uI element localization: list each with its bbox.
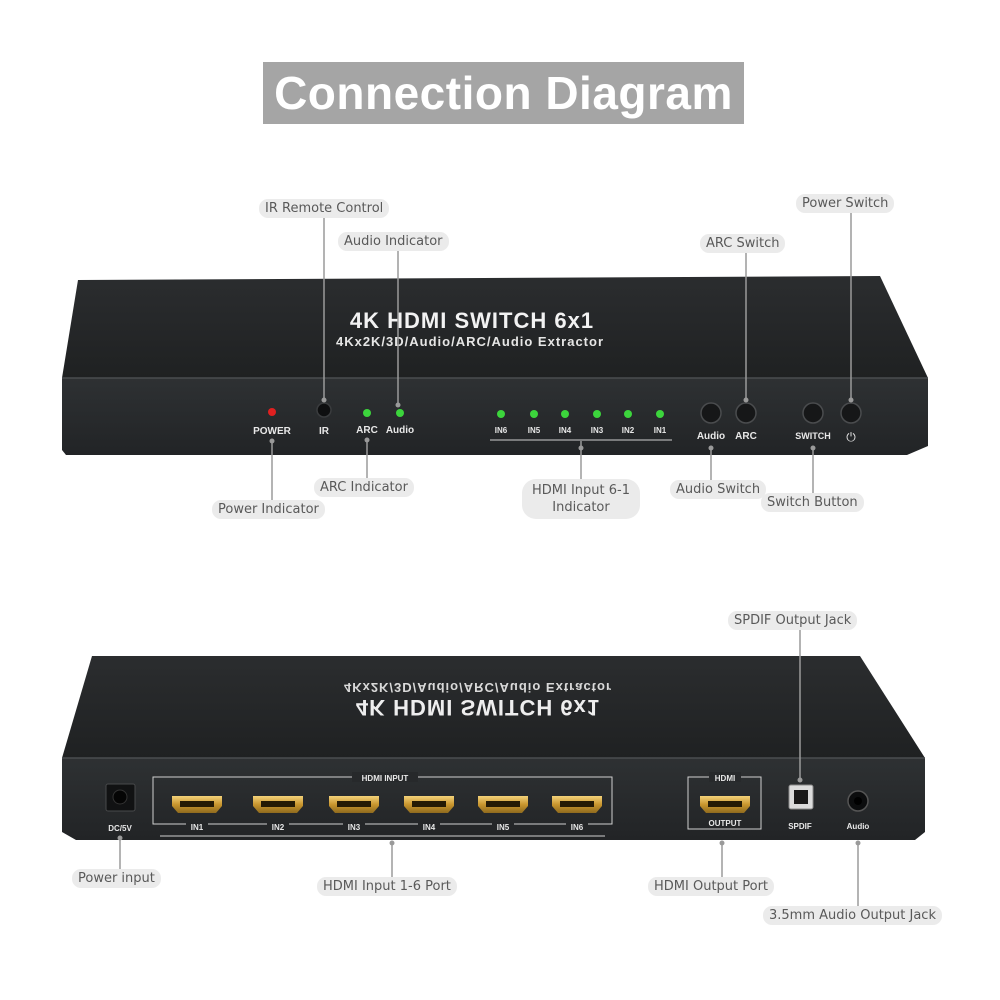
- callout-audio-jack: 3.5mm Audio Output Jack: [763, 906, 942, 925]
- callout-hdmi-input-ports: HDMI Input 1-6 Port: [317, 877, 457, 896]
- callout-power-indicator: Power Indicator: [212, 500, 325, 519]
- back-leader-dots: [117, 777, 861, 846]
- callout-hdmi-output-port: HDMI Output Port: [648, 877, 775, 896]
- in6-label: IN6: [495, 426, 508, 435]
- callout-switch-button: Switch Button: [761, 493, 864, 512]
- hdmi-output-title-bg: [709, 772, 741, 782]
- callout-audio-indicator: Audio Indicator: [338, 232, 449, 251]
- power-symbol-icon: ⏻: [846, 430, 856, 444]
- audio-led-label: Audio: [386, 425, 414, 436]
- hdmi-port-in4[interactable]: [404, 796, 454, 813]
- hdmi-port-in3[interactable]: [329, 796, 379, 813]
- hdmi-port-in2[interactable]: [253, 796, 303, 813]
- hdmi-input-port-labels: IN1 IN2 IN3 IN4 IN5 IN6: [186, 822, 588, 832]
- hdmi-input-title-bg: [352, 772, 418, 782]
- hdmi-port-in1[interactable]: [172, 796, 222, 813]
- power-led: [268, 408, 276, 416]
- port-label-in3: IN3: [348, 823, 361, 832]
- hdmi-output-title: HDMI: [715, 774, 735, 783]
- spdif-label: SPDIF: [788, 822, 812, 831]
- back-brand-line2: 4Kx2K/3D/Audio/ARC/Audio Extractor: [344, 680, 612, 695]
- arc-switch-button[interactable]: [735, 402, 757, 424]
- front-top-surface: [62, 276, 928, 378]
- callout-ir-remote: IR Remote Control: [259, 199, 390, 218]
- in4-led: [561, 410, 569, 418]
- in6-led: [497, 410, 505, 418]
- in1-led: [656, 410, 664, 418]
- port-label-in2: IN2: [272, 823, 285, 832]
- port-label-in1: IN1: [191, 823, 204, 832]
- in2-label: IN2: [622, 426, 635, 435]
- in3-label: IN3: [591, 426, 604, 435]
- hdmi-output-label: OUTPUT: [709, 819, 742, 828]
- hdmi-port-output[interactable]: [700, 796, 750, 813]
- front-leader-dots: [269, 397, 854, 451]
- audio-switch-button[interactable]: [700, 402, 722, 424]
- front-face: [62, 378, 928, 455]
- port-label-in4: IN4: [423, 823, 436, 832]
- ir-receiver: [316, 402, 332, 418]
- in5-label: IN5: [528, 426, 541, 435]
- power-switch-button[interactable]: [840, 402, 862, 424]
- input-indicator-group: IN6 IN5 IN4 IN3 IN2 IN1: [490, 410, 672, 441]
- port-label-in5: IN5: [497, 823, 510, 832]
- power-label: POWER: [253, 426, 292, 437]
- in2-led: [624, 410, 632, 418]
- audio-jack-label: Audio: [847, 822, 870, 831]
- hdmi-input-ports: [172, 796, 602, 813]
- dc-label: DC/5V: [108, 824, 132, 833]
- back-top-surface: [62, 656, 925, 758]
- callout-power-input: Power input: [72, 869, 161, 888]
- front-brand-line2: 4Kx2K/3D/Audio/ARC/Audio Extractor: [336, 334, 604, 349]
- port-label-in6: IN6: [571, 823, 584, 832]
- hdmi-port-in5[interactable]: [478, 796, 528, 813]
- audio-jack-hole: [854, 797, 862, 805]
- in5-led: [530, 410, 538, 418]
- hdmi-input-title: HDMI INPUT: [362, 774, 409, 783]
- title-banner: Connection Diagram: [263, 62, 744, 124]
- dc-jack-hole: [112, 789, 128, 805]
- arc-switch-label: ARC: [735, 431, 757, 442]
- spdif-jack-opening: [794, 790, 808, 804]
- back-leader-lines: [119, 628, 859, 906]
- ir-label: IR: [319, 426, 330, 437]
- page-title: Connection Diagram: [274, 67, 733, 119]
- in1-label: IN1: [654, 426, 667, 435]
- audio-switch-label: Audio: [697, 431, 725, 442]
- in4-label: IN4: [559, 426, 572, 435]
- front-leader-lines: [271, 212, 852, 500]
- arc-led: [363, 409, 371, 417]
- arc-led-label: ARC: [356, 425, 378, 436]
- back-brand-mirrored: 4Kx2K/3D/Audio/ARC/Audio Extractor 4K HD…: [344, 680, 612, 720]
- input-switch-button[interactable]: [802, 402, 824, 424]
- front-brand-line1: 4K HDMI SWITCH 6x1: [350, 308, 594, 333]
- front-device: 4K HDMI SWITCH 6x1 4Kx2K/3D/Audio/ARC/Au…: [62, 276, 928, 455]
- callout-power-switch: Power Switch: [796, 194, 895, 213]
- callout-arc-switch: ARC Switch: [700, 234, 786, 253]
- hdmi-port-in6[interactable]: [552, 796, 602, 813]
- callout-hdmi-input-indicator: HDMI Input 6-1 Indicator: [522, 479, 640, 519]
- callout-spdif-jack: SPDIF Output Jack: [728, 611, 858, 630]
- callout-arc-indicator: ARC Indicator: [314, 478, 414, 497]
- input-switch-label: SWITCH: [795, 431, 831, 441]
- back-brand-line1: 4K HDMI SWITCH 6x1: [356, 695, 600, 720]
- audio-led: [396, 409, 404, 417]
- in3-led: [593, 410, 601, 418]
- back-device: 4Kx2K/3D/Audio/ARC/Audio Extractor 4K HD…: [62, 656, 925, 840]
- callout-audio-switch: Audio Switch: [670, 480, 767, 499]
